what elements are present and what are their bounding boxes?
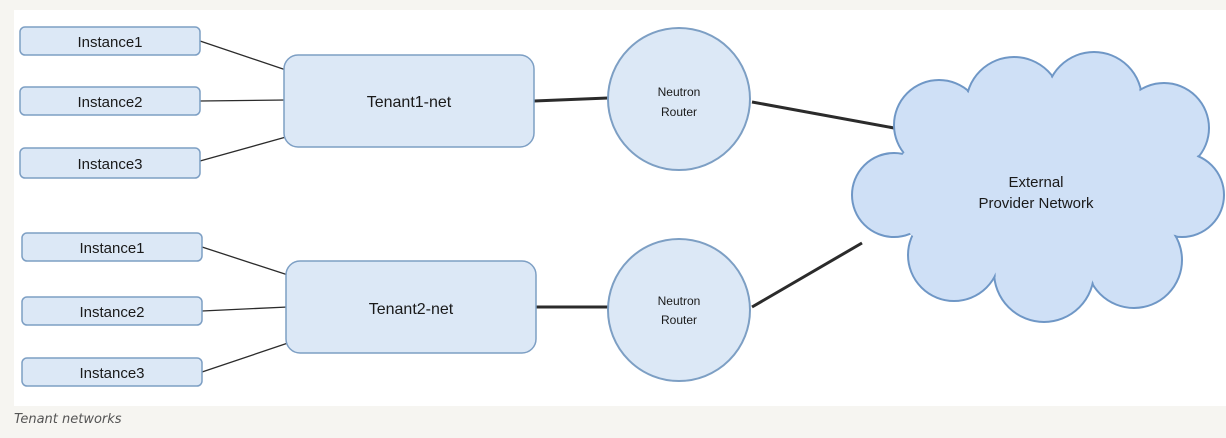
link-tenant1-router [533, 96, 609, 103]
router1-node: Neutron Router [607, 27, 751, 171]
tenant2-instance1-label: Instance1 [79, 240, 144, 257]
link-t1-instance1 [199, 40, 287, 71]
tenant2-instances: Instance1 Instance2 Instance3 [21, 232, 203, 387]
router1-label-line2: Router [661, 105, 697, 119]
router2-circle [607, 238, 751, 382]
tenant1-instance1-box [19, 26, 201, 56]
link-t1-instance3 [199, 136, 287, 162]
tenant1-net-box [283, 54, 535, 148]
link-t2-instance3 [201, 342, 289, 373]
tenant2-net-box [285, 260, 537, 354]
router1-circle [607, 27, 751, 171]
network-diagram: Instance1 Instance2 Instance3 Instance1 … [19, 26, 1225, 387]
tenant1-instance3-label: Instance3 [77, 156, 142, 173]
tenant1-net-node: Tenant1-net [283, 54, 535, 148]
instance-links [199, 40, 289, 373]
link-router1-external [751, 100, 895, 130]
backbone-links [533, 96, 895, 309]
router2-label-line2: Router [661, 313, 697, 327]
tenant2-instance3-label: Instance3 [79, 365, 144, 382]
router2-label-line1: Neutron [658, 294, 701, 308]
diagram-figure: Instance1 Instance2 Instance3 Instance1 … [14, 10, 1226, 406]
tenant2-instance2-box [21, 296, 203, 326]
figure-caption: Tenant networks [14, 412, 122, 427]
link-t2-instance1 [201, 246, 289, 276]
tenant1-instance1-label: Instance1 [77, 34, 142, 51]
external-network-cloud: External Provider Network [851, 51, 1225, 323]
tenant1-instance2-label: Instance2 [77, 94, 142, 111]
link-t2-instance2 [201, 306, 289, 312]
link-t1-instance2 [199, 99, 287, 102]
router2-node: Neutron Router [607, 238, 751, 382]
cloud-shape [851, 51, 1225, 323]
tenant2-net-label: Tenant2-net [369, 301, 454, 318]
tenant1-instance2-box [19, 86, 201, 116]
tenant2-instance1-box [21, 232, 203, 262]
tenant2-instance2-label: Instance2 [79, 304, 144, 321]
external-label-line2: Provider Network [978, 195, 1094, 212]
external-label-line1: External [1008, 174, 1063, 191]
tenant1-instances: Instance1 Instance2 Instance3 [19, 26, 201, 179]
tenant2-instance3-box [21, 357, 203, 387]
tenant1-net-label: Tenant1-net [367, 94, 452, 111]
link-router2-external [751, 241, 863, 309]
tenant2-net-node: Tenant2-net [285, 260, 537, 354]
router1-label-line1: Neutron [658, 85, 701, 99]
tenant1-instance3-box [19, 147, 201, 179]
